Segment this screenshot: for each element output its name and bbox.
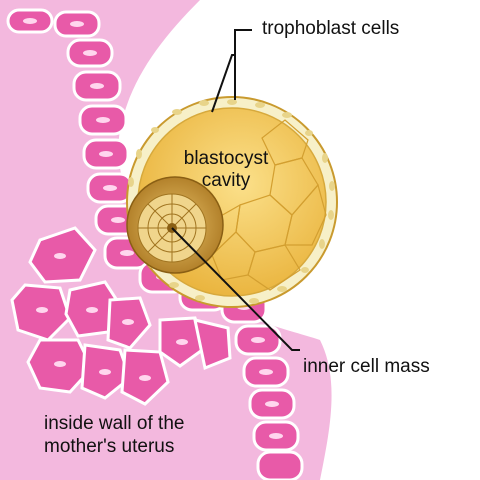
blastocyst-cavity-line2: cavity [201, 170, 251, 191]
trophoblast-leader [211, 29, 252, 113]
uterus-wall-line1: inside wall of the [44, 413, 185, 434]
uterus-wall-label: inside wall of the mother's uterus [44, 412, 184, 458]
inner-cell-mass-label: inner cell mass [303, 356, 430, 377]
uterus-wall-line2: mother's uterus [44, 436, 175, 457]
blastocyst-cavity-line1: blastocyst [183, 148, 269, 169]
leader-lines [171, 29, 300, 351]
inner-cell-mass-leader [171, 227, 300, 351]
trophoblast-cells-label: trophoblast cells [262, 18, 400, 39]
blastocyst-cavity-label: blastocyst cavity [170, 148, 282, 192]
